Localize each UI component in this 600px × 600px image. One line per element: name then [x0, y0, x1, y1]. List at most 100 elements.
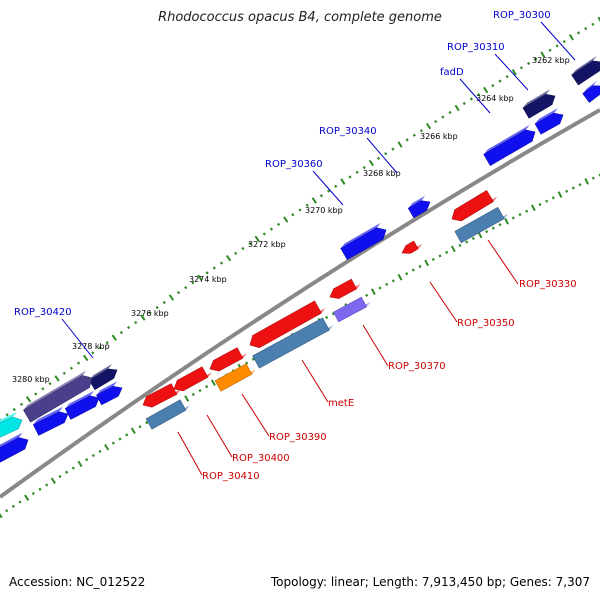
gene-arrow-body [252, 317, 330, 369]
kbp-tick-label: 3276 kbp [131, 309, 169, 318]
inner-tick-mark [511, 216, 515, 220]
forward-gene-label: fadD [440, 67, 464, 78]
outer-tick-mark [483, 86, 489, 94]
gene-arrow-forward [64, 390, 100, 420]
outer-tick-mark [441, 115, 445, 119]
outer-tick-mark [168, 294, 175, 301]
gene-arrow-top-face [571, 55, 597, 76]
gene-arrow-body [340, 227, 387, 261]
gene-arrow-top-face [96, 381, 118, 396]
outer-tick-mark [548, 48, 552, 52]
gene-arrow-forward [96, 381, 123, 406]
inner-tick-mark [538, 202, 542, 207]
inner-tick-mark [130, 427, 136, 435]
outer-tick-mark [540, 51, 546, 58]
inner-tick-mark [365, 293, 369, 297]
outer-tick-mark [477, 92, 481, 97]
inner-tick-mark [571, 186, 575, 190]
outer-tick-mark [534, 57, 538, 61]
forward-gene-label: ROP_30300 [493, 10, 551, 21]
outer-tick-mark [212, 266, 216, 270]
inner-tick-mark [591, 176, 595, 180]
gene-arrow-rop-30330 [451, 190, 498, 222]
outer-tick-mark [234, 251, 238, 255]
outer-tick-mark [155, 305, 159, 310]
gene-arrow-body [332, 296, 368, 323]
outer-tick-mark [384, 152, 388, 156]
gene-arrow-rop-30310 [522, 89, 556, 119]
outer-tick-mark [498, 79, 502, 83]
gene-arrow-forward [0, 412, 23, 438]
outer-tick-mark [368, 159, 375, 167]
outer-tick-mark [119, 330, 124, 335]
inner-tick-mark [145, 421, 149, 425]
inner-tick-mark [565, 189, 569, 193]
inner-tick-mark [391, 279, 395, 283]
inner-tick-mark [378, 286, 382, 290]
reverse-gene-leader-line [206, 414, 233, 458]
gene-arrow-body [142, 383, 178, 408]
outer-tick-mark [376, 156, 381, 160]
gene-arrow-body [64, 395, 100, 420]
reverse-gene-leader-line [487, 239, 519, 285]
inner-tick-mark [104, 444, 110, 451]
outer-tick-mark [319, 194, 324, 198]
forward-gene-leader-line [459, 78, 491, 114]
inner-tick-mark [551, 196, 555, 200]
inner-tick-mark [65, 470, 69, 474]
gene-arrow-rop-30420 [88, 363, 118, 391]
kbp-tick-label: 3278 kbp [72, 342, 110, 351]
inner-tick-mark [531, 204, 536, 212]
outer-tick-mark [148, 310, 152, 315]
inner-tick-mark [210, 379, 216, 386]
inner-tick-mark [31, 491, 35, 496]
gene-arrow-top-face [33, 406, 64, 425]
outer-tick-mark [98, 346, 102, 350]
reverse-gene-label: ROP_30370 [388, 361, 446, 372]
outer-tick-mark [469, 97, 473, 101]
inner-tick-mark [465, 240, 469, 244]
gene-arrow-body [571, 60, 600, 86]
kbp-tick-label: 3272 kbp [248, 240, 286, 249]
gene-arrow-body [88, 368, 118, 391]
inner-tick-mark [91, 453, 95, 458]
inner-tick-mark [424, 259, 430, 267]
gene-arrow-top-face [535, 108, 558, 124]
outer-tick-mark [12, 407, 16, 412]
outer-tick-mark [140, 314, 146, 321]
outer-tick-mark [83, 354, 89, 362]
outer-tick-mark [162, 300, 166, 305]
outer-tick-mark [5, 413, 9, 417]
outer-tick-mark [48, 381, 52, 386]
outer-tick-mark [584, 26, 588, 31]
gene-arrow-rop-30390 [209, 347, 247, 372]
inner-tick-mark [138, 425, 142, 429]
inner-tick-mark [491, 226, 495, 230]
outer-tick-mark [362, 165, 366, 170]
forward-gene-label: ROP_30420 [14, 307, 72, 318]
inner-tick-mark [18, 500, 22, 504]
reverse-gene-label: ROP_30410 [202, 471, 260, 482]
outer-tick-mark [291, 213, 295, 217]
outer-tick-mark [511, 68, 517, 76]
outer-tick-mark [591, 22, 595, 26]
forward-gene-leader-line [540, 21, 576, 61]
outer-tick-mark [76, 361, 81, 365]
gene-arrow-body [407, 200, 431, 219]
inner-tick-mark [411, 268, 415, 272]
gene-arrow-body [173, 366, 209, 392]
inner-tick-mark [45, 483, 49, 487]
gene-arrow-body [534, 112, 564, 135]
outer-tick-mark [434, 119, 438, 124]
forward-gene-leader-line [366, 137, 398, 174]
outer-tick-mark [405, 138, 409, 142]
outer-tick-mark [397, 141, 403, 148]
outer-tick-mark [311, 197, 317, 204]
forward-gene-label: ROP_30310 [447, 42, 505, 53]
inner-tick-mark [111, 441, 115, 445]
gene-arrow-rop-30410 [173, 366, 212, 392]
kbp-tick-label: 3262 kbp [532, 56, 570, 65]
outer-tick-mark [126, 325, 131, 330]
